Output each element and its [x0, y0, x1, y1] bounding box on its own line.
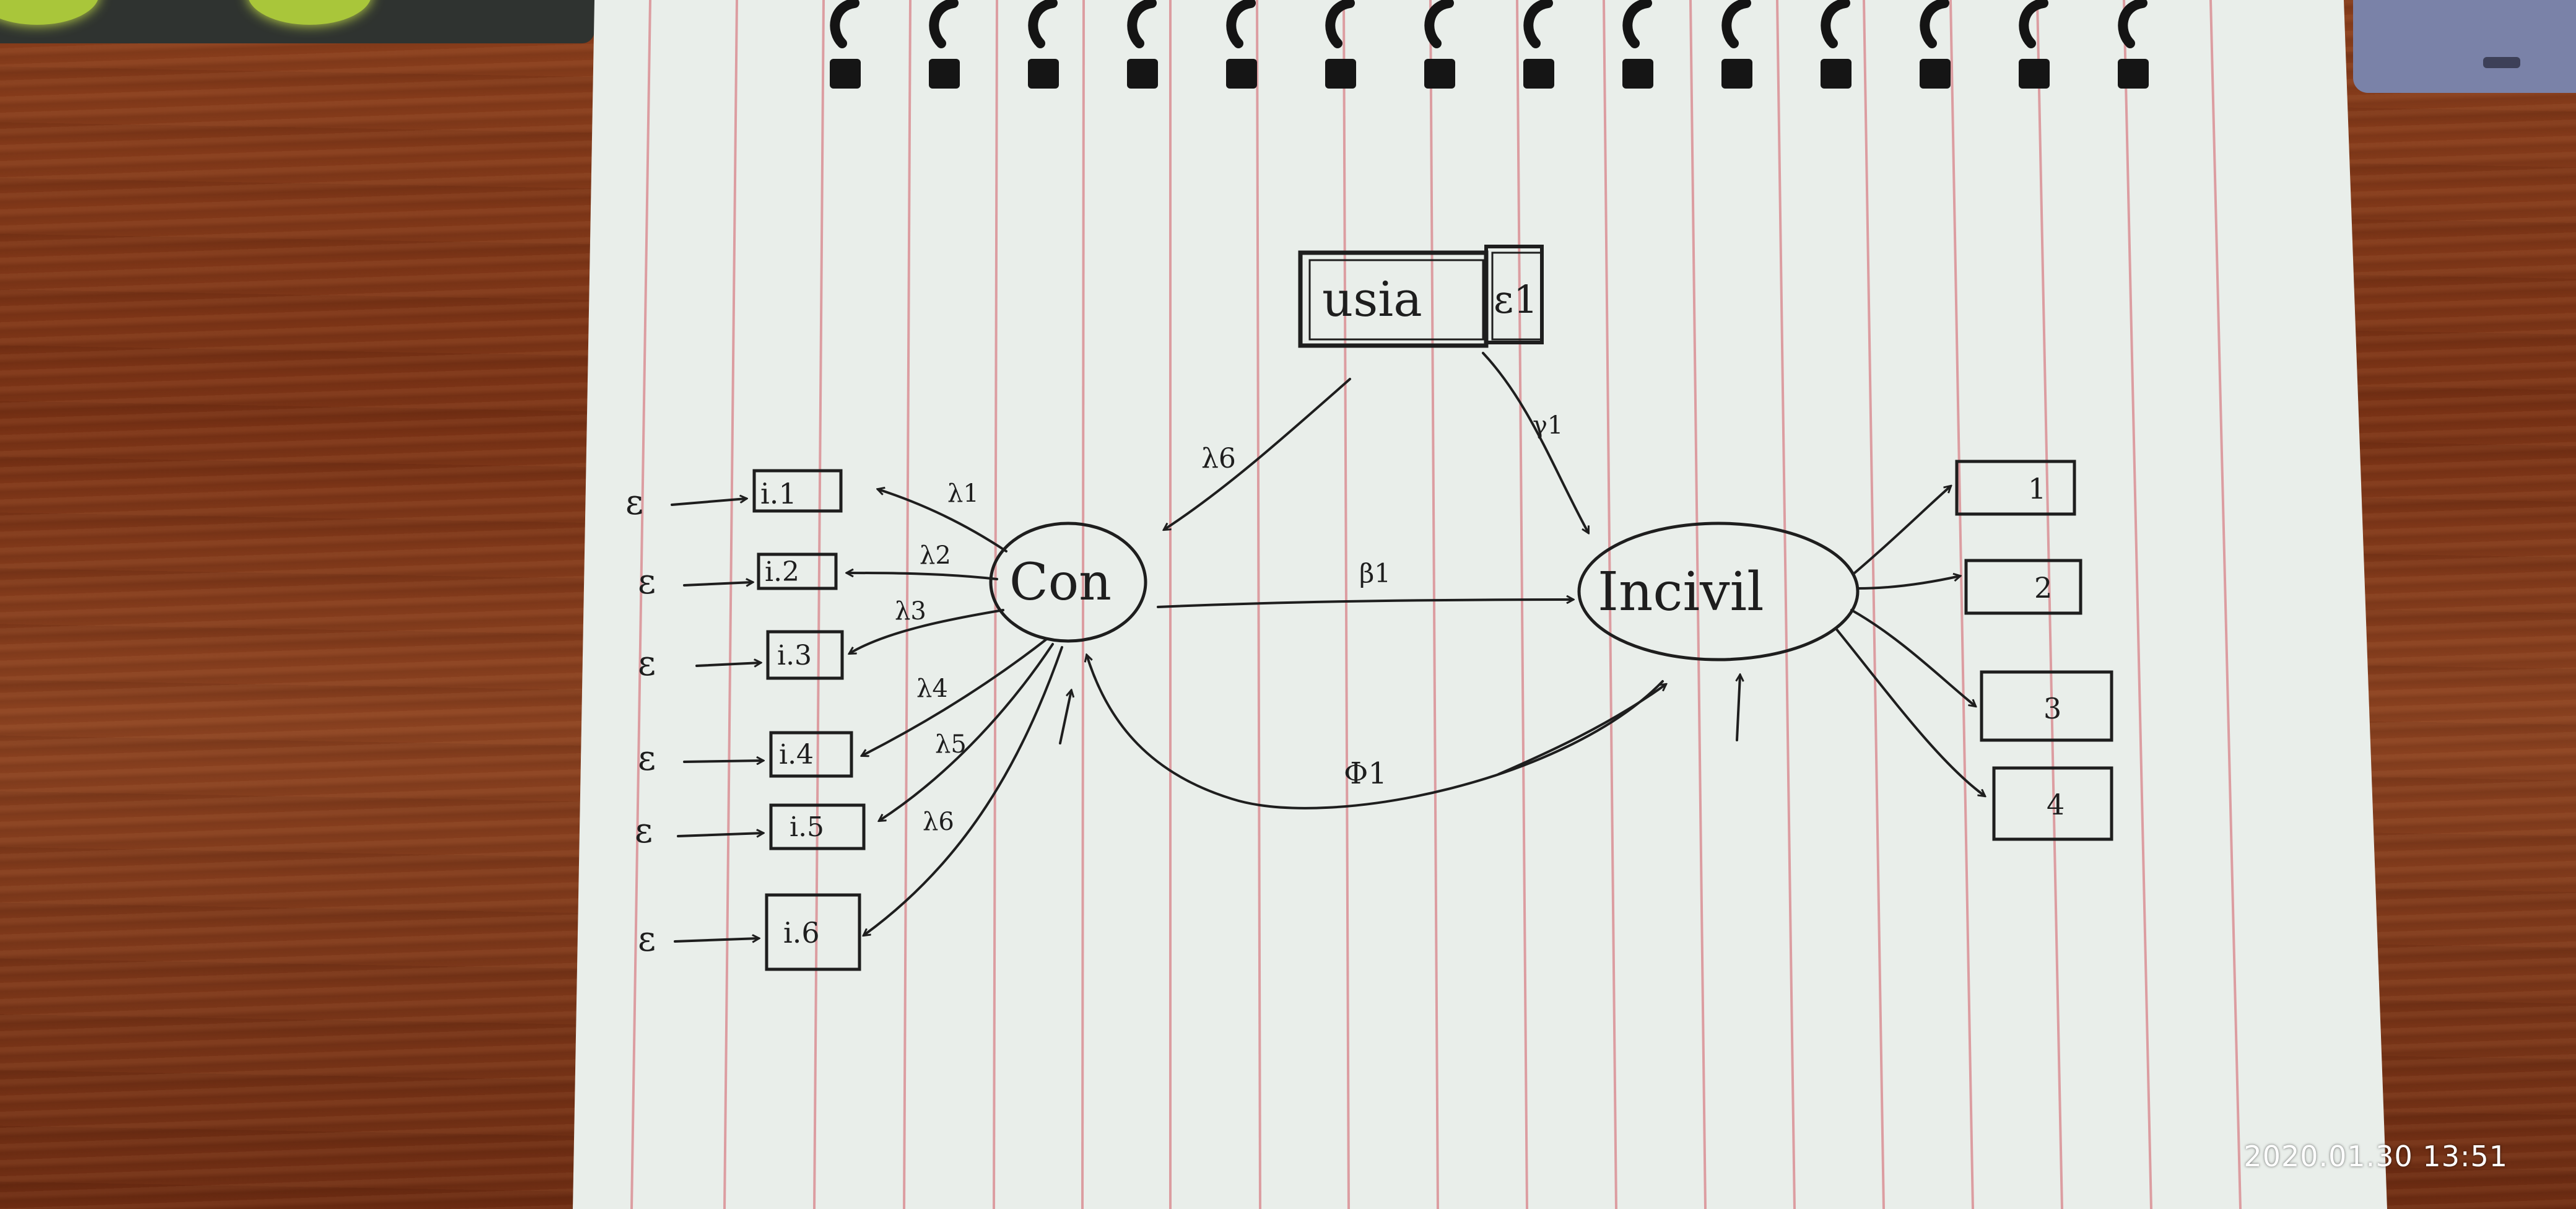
- loading-label: λ2: [920, 541, 951, 570]
- path-usia-con: [1164, 378, 1351, 530]
- error-label: ε: [638, 644, 656, 684]
- indicator-label: 1: [2028, 472, 2046, 505]
- path-label: λ6: [1201, 443, 1236, 474]
- indicator-label: 3: [2043, 692, 2061, 725]
- indicator-label: i.5: [790, 811, 824, 843]
- indicator-label: 4: [2047, 788, 2065, 821]
- incivil-ellipse: [1577, 522, 1860, 661]
- path-label: Φ1: [1344, 756, 1387, 791]
- error-label: ε: [625, 482, 643, 523]
- indicator-box: [769, 731, 853, 778]
- indicator-box: [757, 552, 838, 590]
- usia-label: usia: [1322, 272, 1422, 328]
- photo-timestamp: 2020.01.30 13:51: [2243, 1140, 2508, 1173]
- indicator-box: [765, 893, 861, 971]
- error-label: ε: [638, 738, 656, 779]
- path-con-incivil: [1157, 600, 1573, 608]
- path-usia-incivil: [1482, 352, 1590, 533]
- indicator-box: [752, 469, 843, 513]
- indicator-box: [769, 803, 866, 850]
- con-ellipse: [989, 522, 1147, 643]
- device-edge-left: [0, 0, 594, 43]
- usia-error-label: ε1: [1494, 277, 1538, 322]
- indicator-box: [1980, 670, 2113, 742]
- indicator-label: i.6: [783, 916, 820, 949]
- con-label: Con: [1009, 553, 1112, 612]
- loading-label: λ6: [923, 808, 954, 836]
- notebook-page: [573, 0, 2387, 1209]
- indicator-label: i.1: [760, 477, 797, 510]
- indicator-label: i.3: [777, 640, 812, 671]
- incivil-label: Incivil: [1598, 561, 1764, 623]
- path-covariance: [1087, 655, 1664, 810]
- loading-label: λ4: [916, 674, 948, 703]
- indicator-box: [766, 630, 844, 680]
- port-slot: [2483, 57, 2520, 68]
- ink: [671, 245, 2113, 971]
- spiral-binding: [830, 0, 2147, 48]
- indicator-label: 2: [2034, 571, 2052, 604]
- indicator-box: [1955, 460, 2076, 516]
- path-label: β1: [1359, 558, 1391, 588]
- loading-label: λ1: [947, 479, 979, 508]
- ruled-lines: [630, 0, 2242, 1209]
- indicator-label: i.2: [765, 556, 799, 588]
- error-label: ε: [638, 919, 656, 959]
- indicator-box: [1964, 559, 2082, 615]
- laptop-corner: [2353, 0, 2576, 93]
- path-label: γ1: [1533, 411, 1563, 440]
- residual-con: [1059, 691, 1071, 744]
- indicator-label: i.4: [779, 739, 814, 770]
- error-label: ε: [635, 811, 653, 851]
- loading-label: λ3: [895, 597, 926, 626]
- loading-label: λ5: [935, 730, 967, 759]
- indicator-box: [1992, 766, 2113, 841]
- error-label: ε: [638, 562, 656, 602]
- binding-holes: [830, 59, 2149, 89]
- residual-incivil: [1737, 675, 1740, 741]
